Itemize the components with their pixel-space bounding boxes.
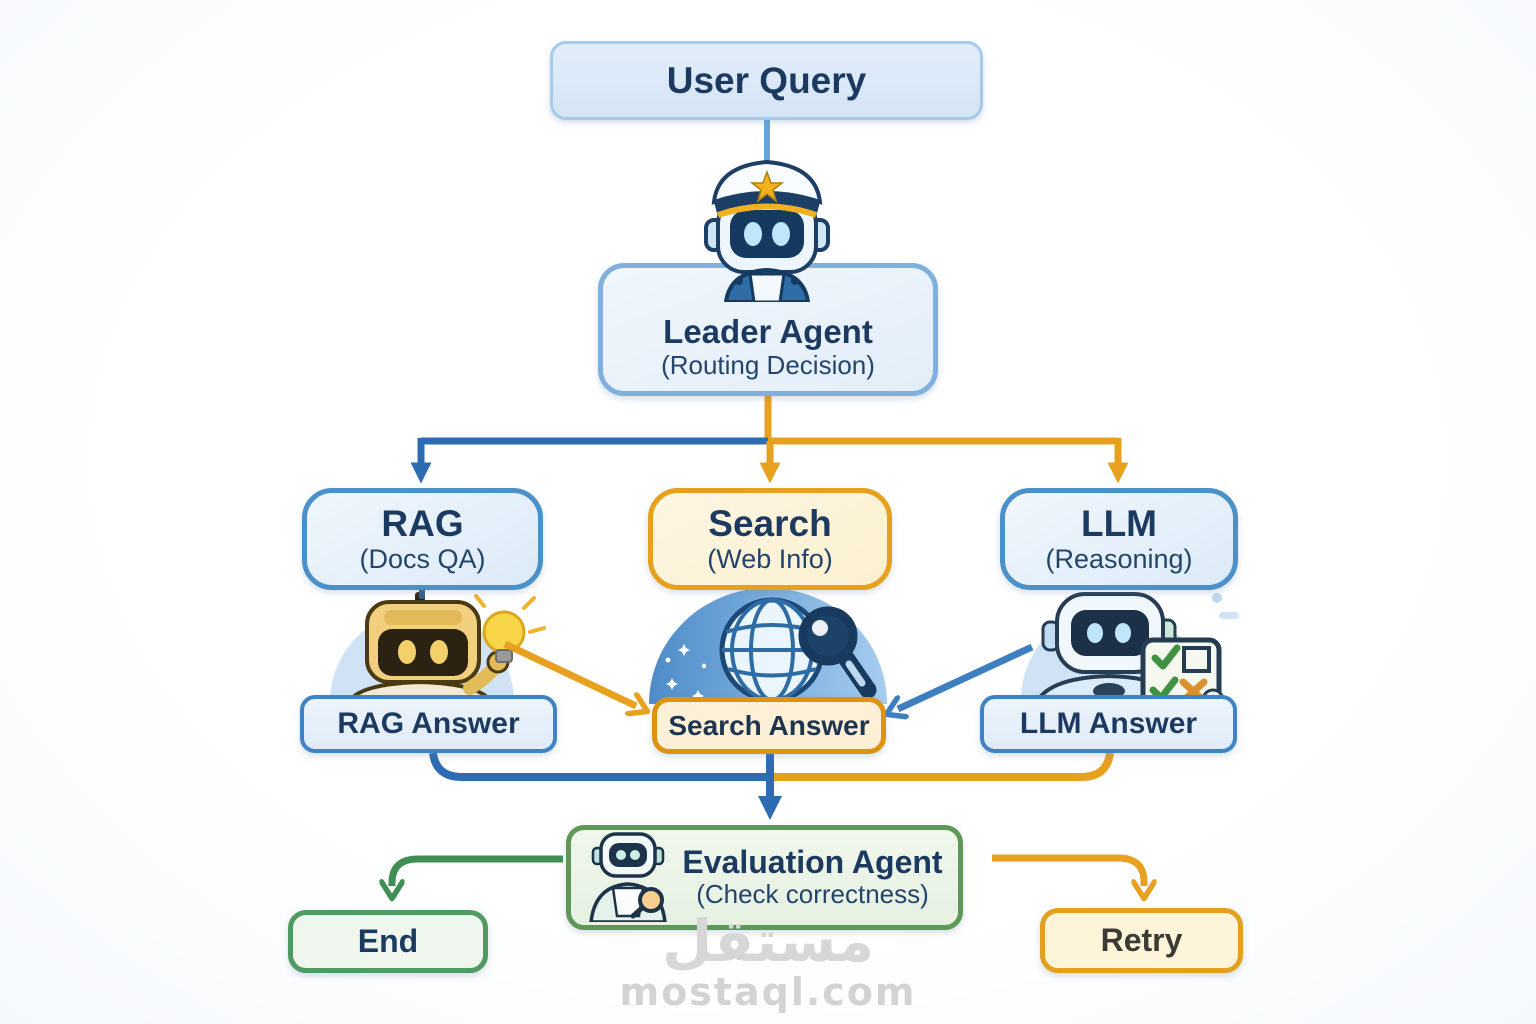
- evaluator-robot-icon: [589, 832, 667, 922]
- node-rag: RAG (Docs QA): [302, 488, 543, 590]
- node-search-label: Search: [708, 502, 832, 544]
- node-leader-agent-sublabel: (Routing Decision): [661, 350, 875, 381]
- node-llm-label: LLM: [1080, 502, 1158, 544]
- node-rag-label: RAG: [381, 502, 464, 544]
- captain-star-icon: [749, 169, 785, 203]
- node-rag-answer-label: RAG Answer: [337, 707, 520, 741]
- node-evaluation-agent-sublabel: (Check correctness): [696, 879, 929, 910]
- node-retry: Retry: [1040, 908, 1243, 973]
- captain-robot-icon: [704, 159, 830, 302]
- node-retry-label: Retry: [1100, 921, 1183, 958]
- idea-robot-icon: [330, 592, 546, 704]
- lightbulb-icon: [474, 594, 546, 663]
- node-leader-agent-label: Leader Agent: [663, 313, 873, 351]
- node-llm: LLM (Reasoning): [1000, 488, 1238, 590]
- node-llm-answer: LLM Answer: [980, 695, 1237, 753]
- node-end: End: [288, 910, 488, 973]
- node-search-sublabel: (Web Info): [707, 544, 833, 575]
- node-search-answer: Search Answer: [652, 697, 886, 754]
- node-llm-sublabel: (Reasoning): [1045, 544, 1193, 575]
- globe-search-icon: [649, 588, 887, 704]
- node-search-answer-label: Search Answer: [668, 709, 870, 741]
- node-user-query-label: User Query: [666, 59, 867, 101]
- node-search: Search (Web Info): [648, 488, 892, 590]
- stars-decoration: [665, 644, 707, 702]
- node-rag-sublabel: (Docs QA): [359, 544, 486, 575]
- node-user-query: User Query: [550, 41, 983, 120]
- node-end-label: End: [357, 922, 419, 959]
- magnifier-icon: [798, 606, 877, 699]
- node-rag-answer: RAG Answer: [300, 695, 557, 753]
- node-evaluation-agent-label: Evaluation Agent: [682, 843, 943, 880]
- node-evaluation-agent: Evaluation Agent (Check correctness): [566, 825, 963, 930]
- node-llm-answer-label: LLM Answer: [1019, 707, 1198, 741]
- node-leader-agent: Leader Agent (Routing Decision): [598, 263, 938, 396]
